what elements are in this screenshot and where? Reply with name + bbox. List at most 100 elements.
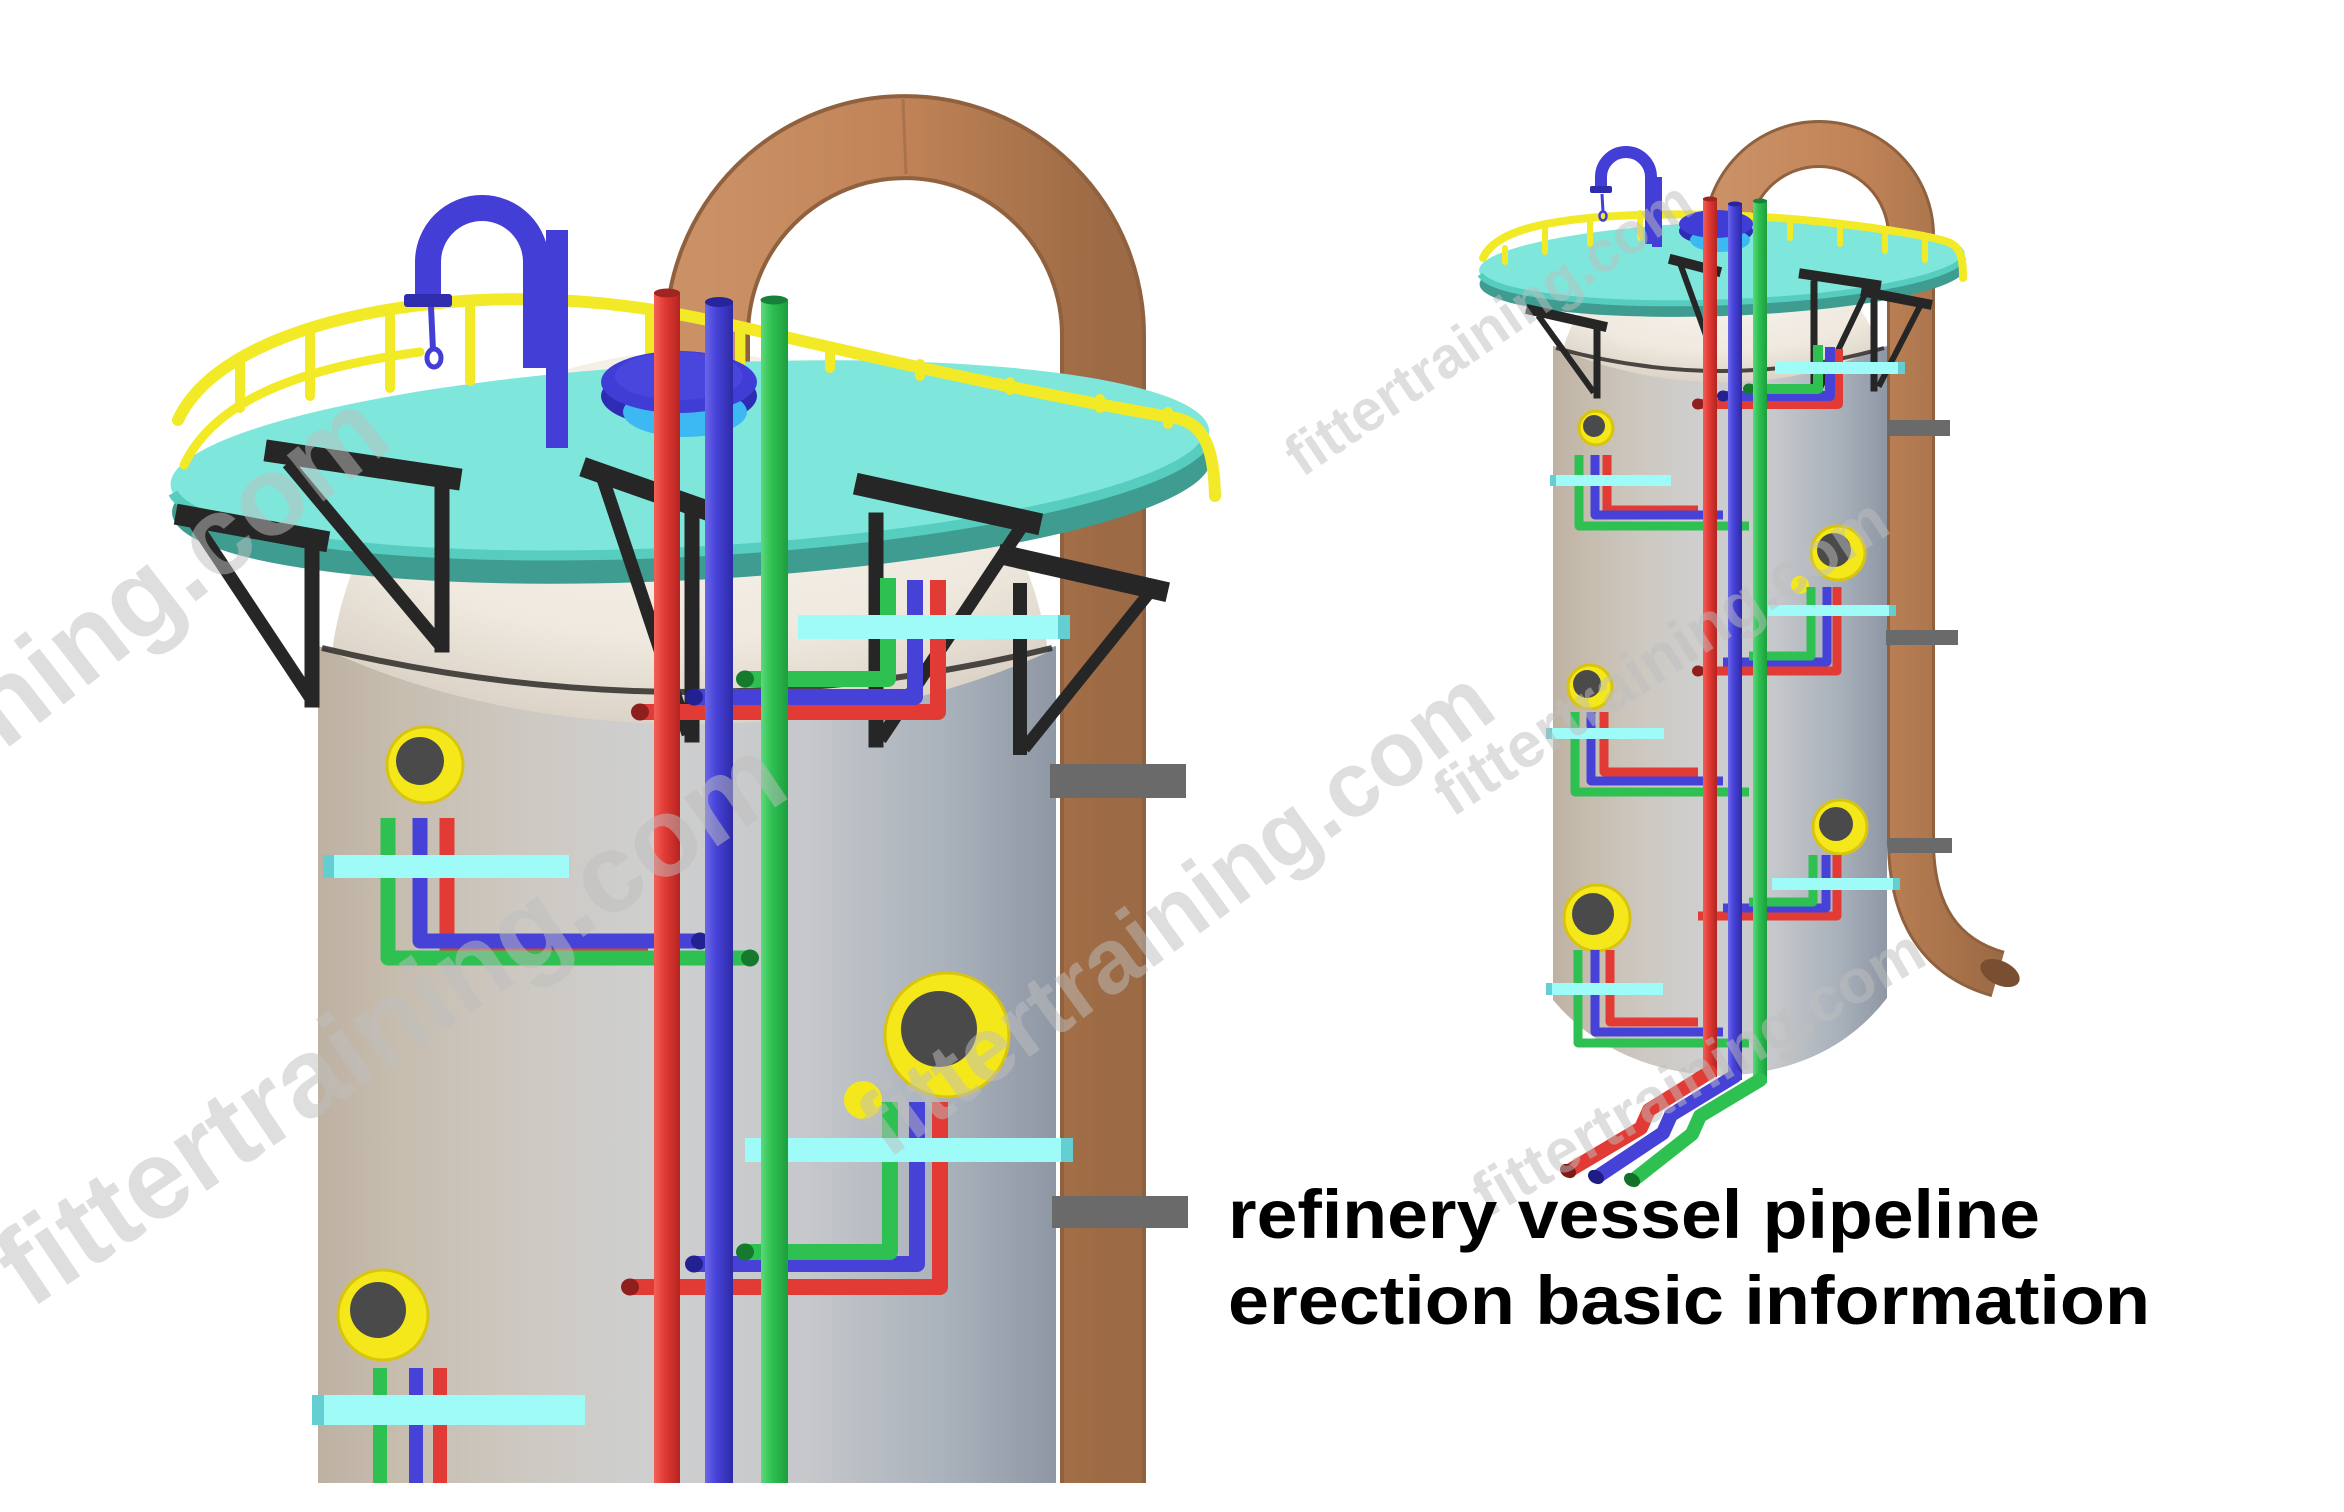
pipe-run-red (1602, 455, 1698, 515)
pipe-support-cleat-end (1893, 878, 1900, 890)
pipe-clamp (1888, 838, 1952, 853)
riser-pipe-red (654, 292, 680, 1483)
manhole-nozzle-cap (1572, 893, 1614, 935)
pipe-end-cap (691, 932, 709, 950)
pipe-run-red (630, 1102, 948, 1295)
vent-gooseneck (404, 195, 568, 448)
pipe-run-green (1749, 345, 1823, 394)
pipe-run-green (745, 578, 896, 687)
manhole-nozzle-cap (1583, 415, 1605, 437)
downcomer-green (1629, 1073, 1767, 1185)
pipe-support-cleat (323, 855, 569, 878)
pipe-support-cleat (1775, 362, 1905, 374)
nozzle-dot (1791, 576, 1809, 594)
pipe-support-cleat (1550, 475, 1671, 486)
pipe-stub-green (373, 1368, 387, 1483)
pipe-end-cap (736, 670, 754, 688)
pipe-run-green (1749, 855, 1818, 907)
handrail-mid (179, 347, 425, 470)
downcomer-red (1565, 1065, 1717, 1176)
support-bracket (173, 503, 331, 708)
pipe-open-end (1560, 1163, 1576, 1179)
title-line-2: erection basic information (1228, 1262, 2150, 1339)
pipe-support-cleat-end (1550, 475, 1556, 486)
pipe-support-cleat-end (323, 855, 334, 878)
pipe-end-cap (1743, 383, 1755, 395)
overhead-pipe-arch (664, 94, 1146, 1483)
overhead-pipe-arch (1703, 120, 2020, 998)
manhole-nozzle-cap (1573, 670, 1601, 698)
pipe-run-red (1698, 855, 1842, 921)
pipe-weld-line (901, 98, 908, 175)
title-block: refinery vessel pipeline erection basic … (1228, 1176, 2150, 1339)
riser-pipe-blue (705, 301, 733, 1483)
pipe-support-cleat (1772, 878, 1900, 890)
pipe-support-cleat-end (1889, 605, 1896, 616)
manhole-nozzle-cap (901, 991, 977, 1067)
pipe-run-green (1573, 950, 1749, 1048)
riser-top-cap (1753, 198, 1767, 204)
pipe-manifold-lower-right (621, 971, 1073, 1296)
pipe-manifold-2 (1550, 409, 1749, 531)
pipe-end-cap (631, 703, 649, 721)
riser-top-cap (705, 297, 733, 307)
left-vessel-view (168, 94, 1221, 1483)
pipe-support-cleat-end (312, 1395, 324, 1425)
vent-pipe-flange (404, 294, 452, 307)
pipe-support-cleat-end (1546, 983, 1552, 995)
pipe-end-cap (685, 688, 703, 706)
right-vessel-view (1477, 120, 2020, 1188)
pipe-stub-red (433, 1368, 447, 1483)
riser-top-cap (1728, 201, 1742, 207)
pipe-end-cap (1717, 390, 1729, 402)
pipe-open-end (1588, 1169, 1604, 1185)
pipe-support-cleat-end (1898, 362, 1905, 374)
riser-top-cap (1703, 196, 1717, 202)
riser-top-cap (654, 288, 680, 298)
pipe-support-cleat-end (1061, 1138, 1073, 1162)
pipe-support-cleat-end (1546, 728, 1552, 739)
pipe-open-end (1980, 958, 2020, 988)
vent-pipe-hook (1600, 193, 1605, 213)
nozzle-dot (844, 1081, 882, 1119)
vent-pipe-flange (1590, 186, 1612, 193)
pipe-support-cleat (312, 1395, 585, 1425)
platform-edge (1477, 255, 1967, 307)
pipe-manifold-bottom-left (312, 1268, 585, 1483)
vent-plate (546, 230, 568, 448)
vent-pipe-hook (428, 306, 436, 351)
pipe-end-cap (1692, 665, 1704, 677)
pipe-run-red (1605, 950, 1698, 1027)
riser-pipes (1560, 196, 1767, 1188)
pipe-end-cap (736, 1243, 754, 1261)
pipe-manifold-middle-left (323, 725, 759, 967)
vent-gooseneck-pipe (415, 195, 549, 368)
pipe-support-cleat (1546, 728, 1664, 739)
pipe-end-cap (685, 1255, 703, 1273)
pipe-support-cleat-end (1058, 615, 1070, 639)
pipe-manifold-6 (1546, 883, 1749, 1048)
pipe-run-blue (1590, 950, 1723, 1037)
riser-top-cap (760, 295, 788, 305)
riser-pipes (654, 288, 788, 1483)
pipe-manifold-4 (1546, 663, 1749, 797)
pipe-support-cleat (1768, 605, 1896, 616)
title-line-1: refinery vessel pipeline (1228, 1176, 2040, 1253)
vent-hook-ring (1598, 210, 1608, 222)
vent-hook-ring (424, 346, 444, 370)
riser-pipe-blue (1728, 203, 1742, 1080)
support-bracket (263, 439, 463, 653)
pipe-support-cleat (1546, 983, 1663, 995)
manhole-nozzle-cap (1819, 807, 1853, 841)
riser-pipe-red (1703, 198, 1717, 1077)
pipe-stub-blue (409, 1368, 423, 1483)
pipe-support-cleat (798, 615, 1070, 639)
pipe-clamp (1888, 420, 1950, 436)
pipe-end-cap (741, 949, 759, 967)
pipe-support-cleat (745, 1138, 1073, 1162)
riser-pipe-green (1753, 200, 1767, 1083)
support-bracket (1525, 304, 1608, 399)
handrail-top (1479, 210, 1967, 282)
